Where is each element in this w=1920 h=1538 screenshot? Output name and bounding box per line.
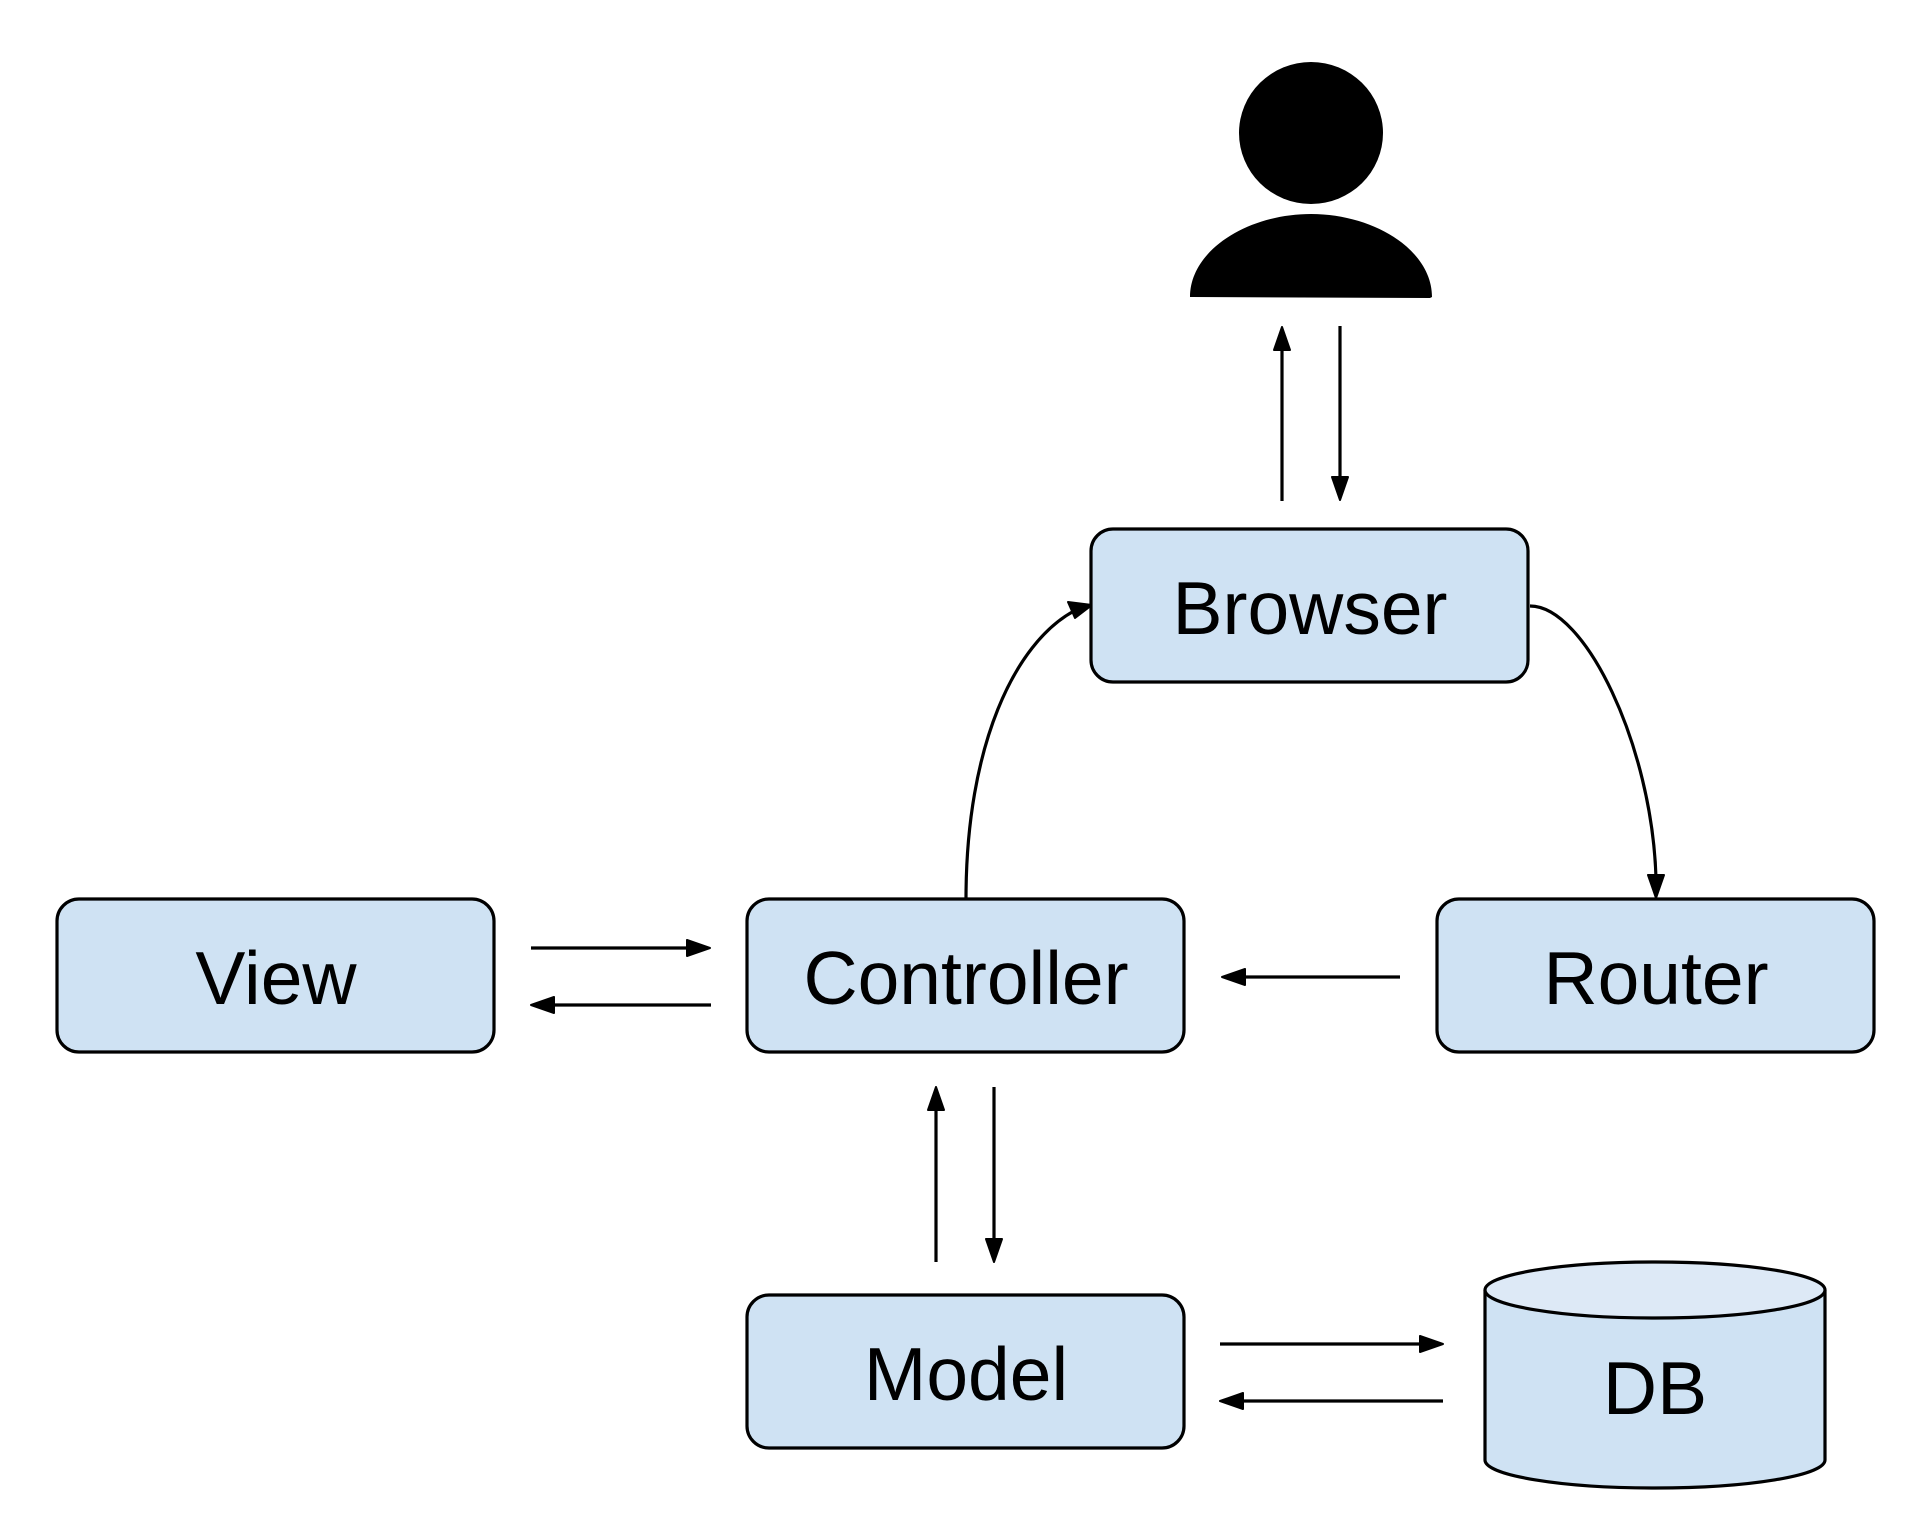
- edge-browser-to-user: [1273, 326, 1291, 501]
- view-node: View: [55, 897, 496, 1054]
- edge-controller-to-browser: [964, 601, 1093, 900]
- model-node: Model: [745, 1293, 1186, 1450]
- edge-model-to-db: [1220, 1335, 1444, 1353]
- edge-user-to-browser: [1331, 326, 1349, 501]
- edge-db-to-model: [1219, 1392, 1443, 1410]
- db-label: DB: [1603, 1346, 1707, 1430]
- router-node: Router: [1435, 897, 1876, 1054]
- edge-router-to-controller: [1221, 968, 1400, 986]
- edge-browser-to-router: [1529, 604, 1665, 899]
- model-label: Model: [864, 1332, 1068, 1416]
- controller-node: Controller: [745, 897, 1186, 1054]
- edge-model-to-controller: [927, 1086, 945, 1262]
- router-label: Router: [1543, 936, 1768, 1020]
- controller-label: Controller: [803, 936, 1128, 1020]
- user-icon: [1190, 62, 1432, 298]
- db-node: DB: [1483, 1260, 1827, 1490]
- edge-controller-to-model: [985, 1087, 1003, 1263]
- edge-controller-to-view: [530, 996, 711, 1014]
- browser-label: Browser: [1172, 566, 1447, 650]
- view-label: View: [195, 936, 357, 1020]
- browser-node: Browser: [1089, 527, 1530, 684]
- edge-view-to-controller: [531, 939, 711, 957]
